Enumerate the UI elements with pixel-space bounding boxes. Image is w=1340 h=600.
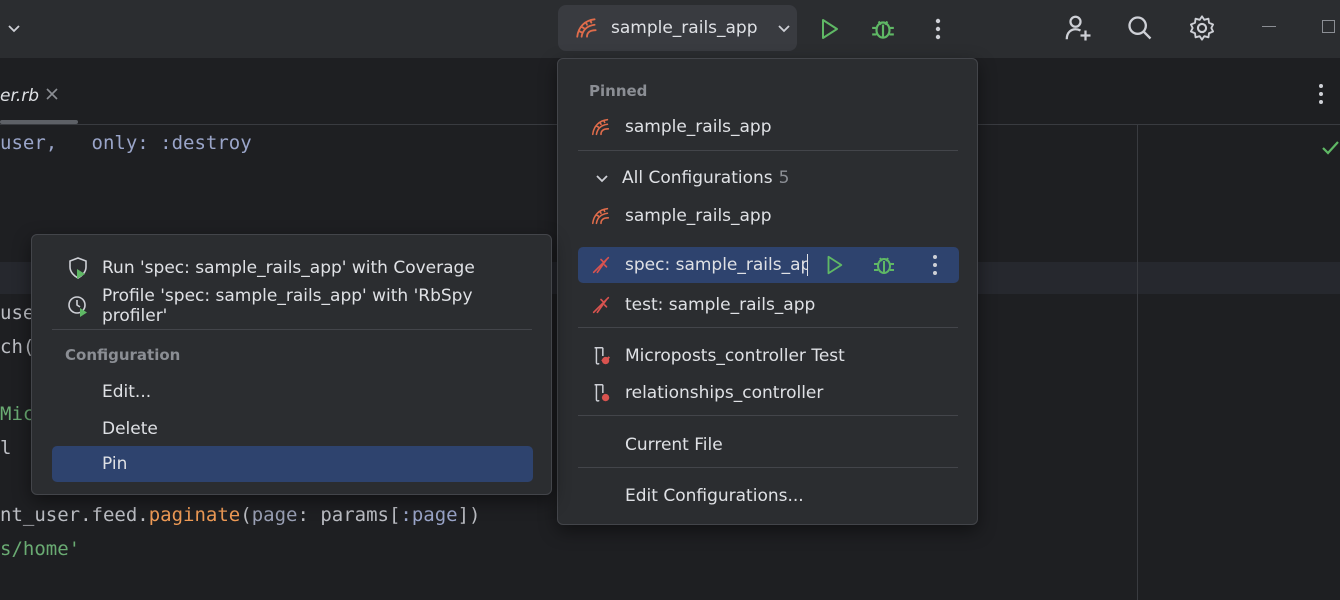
code-line: Mic [0,403,34,425]
separator [578,415,958,416]
config-item-rails[interactable]: sample_rails_app [578,200,958,232]
rails-icon [574,15,600,41]
menu-item-label: Profile 'spec: sample_rails_app' with 'R… [102,286,473,326]
run-configuration-name: sample_rails_app [611,18,758,38]
code-line: s/home' [0,538,80,560]
run-with-coverage-item[interactable]: Run 'spec: sample_rails_app' with Covera… [52,251,532,285]
config-context-menu: Run 'spec: sample_rails_app' with Covera… [31,234,552,495]
code-token: ch( [0,336,35,358]
code-line: l [0,437,11,459]
bug-icon [874,257,894,274]
rails-icon [590,205,612,227]
test-file-icon [590,382,612,404]
delete-config-item[interactable]: Delete [52,412,532,446]
code-token: s/home' [0,538,81,560]
config-item-spec[interactable]: spec: sample_rails_app [578,247,959,283]
code-line: ch( [0,336,34,358]
bug-icon [872,20,894,39]
more-actions-icon[interactable] [932,254,938,276]
config-item-test[interactable]: test: sample_rails_app [578,289,958,321]
separator [578,467,958,468]
menu-item-label: Edit... [102,382,152,402]
menu-item-label: Delete [102,419,158,439]
all-configurations-group[interactable]: All Configurations 5 [578,162,958,194]
config-label: test: sample_rails_app [625,295,816,315]
code-token: l [0,437,12,459]
rspec-icon [590,254,612,276]
separator [578,327,958,328]
chevron-down-icon [776,20,792,36]
more-actions-icon[interactable] [926,14,950,44]
debug-button[interactable] [868,14,898,44]
code-token: ]) [457,504,481,526]
code-token: paginate [148,504,241,526]
run-configurations-popup: Pinned sample_rails_app All Configuratio… [557,58,978,525]
run-config-debug-button[interactable] [872,253,896,277]
separator [578,150,958,151]
pinned-config-item[interactable]: sample_rails_app [578,111,958,143]
profiler-clock-icon [66,294,90,318]
menu-item-label: Run 'spec: sample_rails_app' with Covera… [102,258,475,278]
test-file-icon [590,345,612,367]
code-line: nt_user.feed.paginate(page: params[:page… [0,504,481,526]
play-icon [827,255,843,275]
coverage-shield-icon [66,256,90,280]
config-count-badge: 5 [778,168,790,188]
code-token: Mic [0,403,35,425]
config-label: spec: sample_rails_app [625,255,807,275]
code-token: only: :destroy [91,132,252,154]
active-tab-indicator [0,120,78,124]
code-token: : params[ [297,504,401,526]
rails-icon [590,116,612,138]
right-margin-guide [1137,124,1138,600]
close-tab-icon[interactable] [44,86,60,102]
separator [52,329,532,330]
pin-config-item[interactable]: Pin [52,446,533,482]
maximize-window-icon[interactable] [1322,20,1335,33]
run-config-play-button[interactable] [823,254,845,276]
pinned-section-header: Pinned [589,82,648,100]
tab-options-icon[interactable] [1318,83,1326,107]
text-cursor [807,254,808,276]
config-label: Current File [625,435,723,455]
inspection-ok-icon [1320,138,1340,158]
code-token: page [251,504,298,526]
config-label: relationships_controller [625,383,824,403]
run-button[interactable] [814,14,844,44]
chevron-down-icon [594,170,610,186]
code-token: use [0,302,35,324]
profile-item[interactable]: Profile 'spec: sample_rails_app' with 'R… [52,286,532,326]
chevron-down-icon[interactable] [4,18,24,38]
config-label: Microposts_controller Test [625,346,845,366]
menu-item-label: Pin [102,454,128,474]
settings-gear-icon[interactable] [1186,12,1218,44]
play-icon [822,19,838,39]
current-file-item[interactable]: Current File [578,429,958,461]
config-item-relationships[interactable]: relationships_controller [578,377,958,409]
edit-configurations-item[interactable]: Edit Configurations... [578,480,958,512]
config-label: sample_rails_app [625,117,772,137]
group-label: All Configurations [622,168,773,188]
code-line: user, only: :destroy [0,132,252,154]
code-line: use [0,302,34,324]
config-label: Edit Configurations... [625,486,804,506]
code-token: ( [240,504,252,526]
configuration-section-header: Configuration [65,346,181,364]
editor-tab-label[interactable]: er.rb [0,86,40,106]
minimize-window-icon[interactable] [1262,26,1276,27]
code-token: nt_user.feed. [0,504,149,526]
edit-config-item[interactable]: Edit... [52,375,532,409]
run-configuration-selector[interactable]: sample_rails_app [558,5,797,51]
test-unit-icon [590,294,612,316]
add-user-icon[interactable] [1062,12,1094,44]
config-item-microposts-test[interactable]: Microposts_controller Test [578,340,958,372]
code-token: :page [400,504,458,526]
config-label: sample_rails_app [625,206,772,226]
search-icon[interactable] [1124,12,1156,44]
code-token: user, [0,132,92,154]
